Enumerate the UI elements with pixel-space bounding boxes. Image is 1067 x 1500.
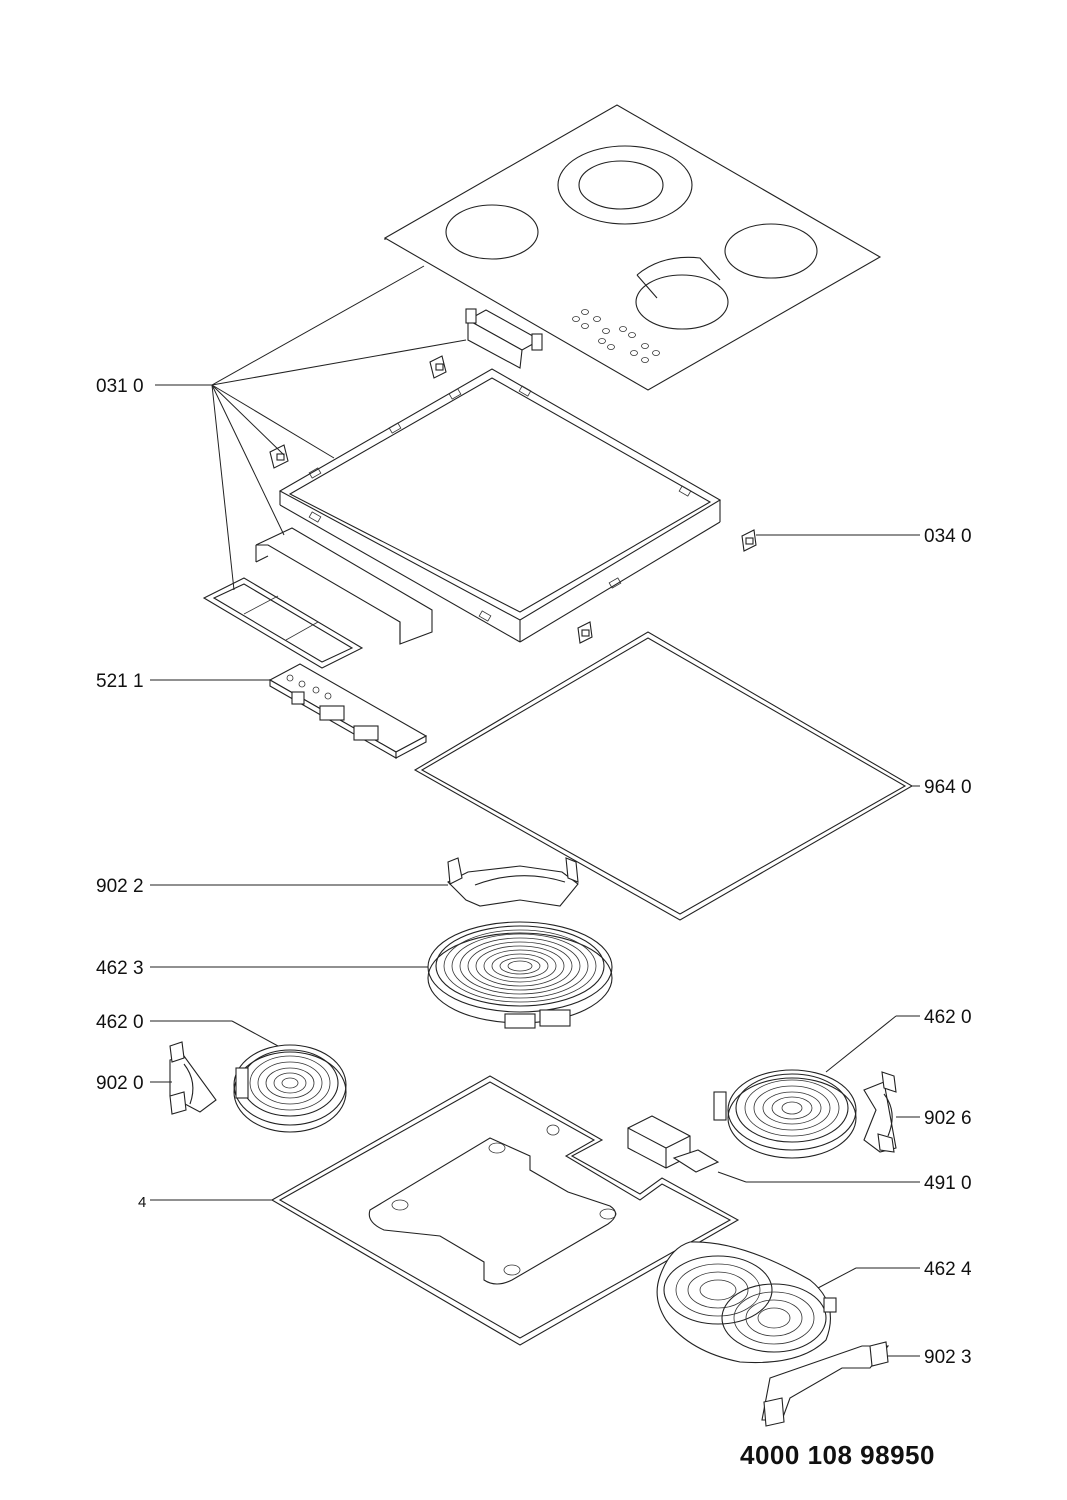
bracket-902-6[interactable]: [863, 1071, 897, 1153]
heater-462-4[interactable]: [656, 1241, 837, 1364]
control-board[interactable]: [268, 663, 428, 759]
part-labels: 031 0 034 0 521 1 964 0 902 2 462 3 462 …: [96, 376, 972, 1368]
heater-462-0-right[interactable]: [713, 1069, 857, 1159]
bracket-902-3[interactable]: [761, 1341, 890, 1427]
label-462-4: 462 4: [924, 1259, 972, 1280]
glass-ceramic-top[interactable]: [383, 104, 882, 391]
label-902-2: 902 2: [96, 876, 144, 897]
hob-frame[interactable]: [278, 368, 722, 643]
heater-462-3[interactable]: [427, 921, 613, 1029]
bracket-902-0[interactable]: [169, 1041, 217, 1115]
label-491-0: 491 0: [924, 1173, 972, 1194]
bracket-902-2[interactable]: [447, 857, 579, 907]
label-902-3: 902 3: [924, 1347, 972, 1368]
front-channel[interactable]: [255, 527, 433, 645]
terminal-block-491-0[interactable]: [627, 1115, 720, 1173]
heater-462-0-left[interactable]: [233, 1044, 347, 1133]
control-dots: [572, 309, 660, 363]
bottom-tray[interactable]: [270, 1075, 740, 1346]
filter-tray[interactable]: [202, 577, 364, 669]
label-034-0: 034 0: [924, 526, 972, 547]
label-031-0: 031 0: [96, 376, 144, 397]
label-902-0: 902 0: [96, 1073, 144, 1094]
label-4: 4: [138, 1194, 146, 1211]
label-462-0-left: 462 0: [96, 1012, 144, 1033]
clip[interactable]: [269, 444, 289, 469]
label-462-0-right: 462 0: [924, 1007, 972, 1028]
label-521-1: 521 1: [96, 671, 144, 692]
clip[interactable]: [429, 355, 447, 379]
clip[interactable]: [741, 529, 757, 552]
label-964-0: 964 0: [924, 777, 972, 798]
clip[interactable]: [577, 621, 593, 644]
document-number: 4000 108 98950: [740, 1440, 935, 1470]
leader-lines: [150, 265, 920, 1357]
mounting-bracket-top[interactable]: [465, 308, 543, 369]
label-902-6: 902 6: [924, 1108, 972, 1129]
label-462-3: 462 3: [96, 958, 144, 979]
